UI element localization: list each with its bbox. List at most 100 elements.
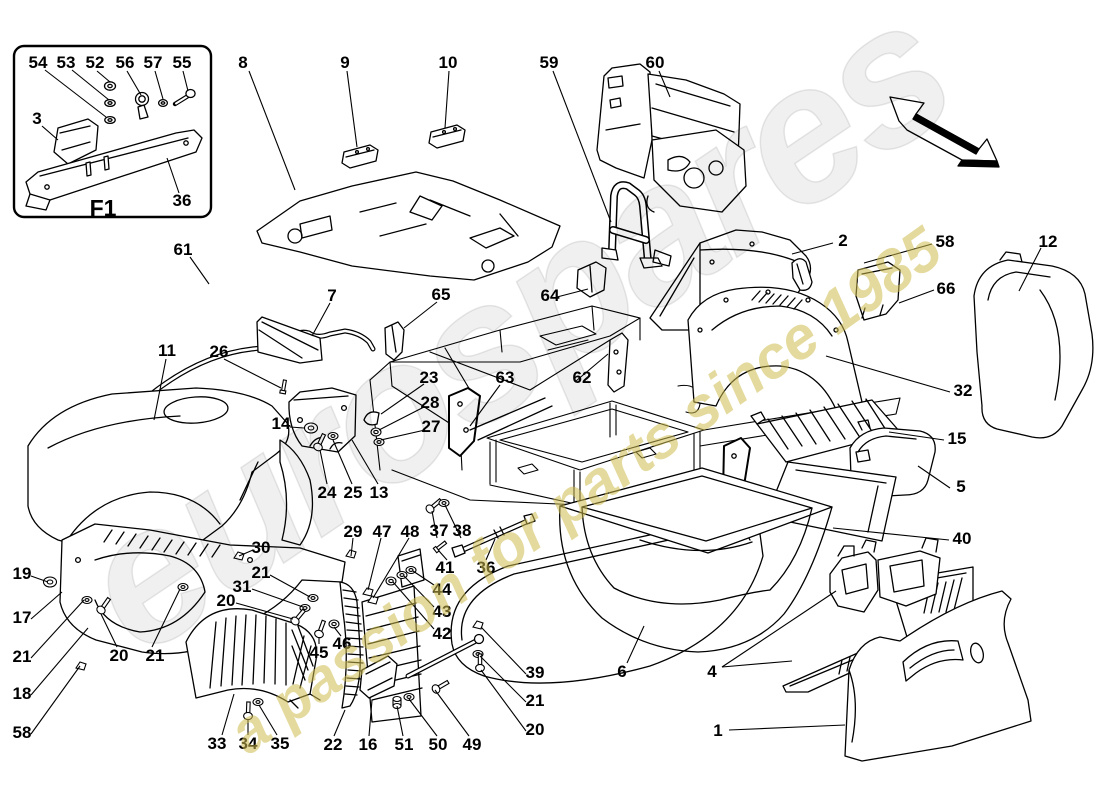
leader-line [238, 549, 254, 557]
leader-line [431, 510, 438, 539]
part-label-58: 58 [936, 232, 955, 251]
part-label-66: 66 [937, 279, 956, 298]
leader-line [863, 243, 933, 264]
part-label-9: 9 [340, 53, 349, 72]
fastener-bolt [290, 608, 307, 626]
part-62-shape [607, 332, 629, 393]
fastener-washer [252, 697, 264, 707]
part-label-16: 16 [359, 735, 378, 754]
leader-line [223, 358, 282, 389]
part-label-20: 20 [110, 646, 129, 665]
part-36-strut [451, 513, 536, 558]
fastener-clip [362, 587, 374, 597]
part-label-41: 41 [436, 558, 455, 577]
leader-line [372, 537, 410, 599]
part-label-27: 27 [422, 417, 441, 436]
leader-line [378, 406, 425, 431]
fastener-washer [177, 582, 189, 592]
part-label-58: 58 [13, 723, 32, 742]
leader-line [30, 665, 81, 735]
part-label-31: 31 [233, 577, 252, 596]
leader-line [30, 627, 89, 696]
leader-line [289, 426, 305, 429]
leader-line [368, 699, 373, 737]
leader-line [333, 709, 346, 737]
leader-line [434, 689, 470, 737]
part-label-34: 34 [239, 734, 258, 753]
leader-line [898, 289, 935, 304]
part-label-18: 18 [13, 684, 32, 703]
fastener-bolt [475, 653, 485, 673]
leader-line [480, 669, 527, 732]
tie-rod [405, 633, 485, 679]
fastener-57-washer [157, 98, 169, 108]
part-label-42: 42 [433, 624, 452, 643]
leader-line [556, 288, 589, 298]
fastener-washer [438, 498, 450, 508]
leader-line [396, 705, 404, 737]
fastener-grommet [303, 422, 319, 434]
part-11-lower-lobe [279, 439, 314, 546]
part-label-21: 21 [146, 646, 165, 665]
part-36-inset-shape [25, 129, 203, 201]
part-66-shape [855, 261, 901, 321]
part-7-detail [258, 321, 319, 359]
leader-line [153, 358, 167, 421]
part-6-shape [450, 467, 833, 684]
leader-line [367, 537, 382, 591]
fastener-nut [370, 427, 382, 437]
part-label-36: 36 [477, 558, 496, 577]
part-label-6: 6 [617, 662, 626, 681]
part-33-shape [185, 608, 321, 709]
part-64-detail [589, 265, 593, 293]
part-label-57: 57 [144, 53, 163, 72]
parts-layer [12, 44, 1094, 762]
leader-line [221, 693, 235, 736]
fastener-clip [367, 595, 379, 605]
leader-line [350, 537, 354, 557]
part-label-55: 55 [173, 53, 192, 72]
part-label-50: 50 [429, 735, 448, 754]
leader-line [166, 157, 180, 194]
part-label-53: 53 [57, 53, 76, 72]
part-label-2: 2 [838, 231, 847, 250]
part-8-shape [256, 171, 561, 281]
part-label-17: 17 [13, 608, 32, 627]
part-label-14: 14 [272, 414, 291, 433]
part-12-shape [973, 251, 1094, 439]
studs [85, 155, 110, 177]
part-label-40: 40 [953, 529, 972, 548]
part-63-cross-braces [469, 397, 553, 441]
part-label-8: 8 [238, 53, 247, 72]
leader-line [791, 242, 834, 255]
leader-line [151, 588, 181, 648]
fastener-washer [373, 437, 385, 447]
leader-line [41, 125, 59, 141]
part-label-12: 12 [1039, 232, 1058, 251]
part-63-hole [731, 453, 737, 459]
leader-line [888, 431, 945, 441]
part-label-26: 26 [210, 342, 229, 361]
leader-line [444, 504, 462, 539]
fastener-washer [327, 431, 339, 441]
part-label-23: 23 [420, 368, 439, 387]
leader-line [658, 70, 671, 98]
leader-line [575, 353, 609, 382]
leader-line [403, 301, 438, 329]
leader-line [917, 465, 951, 489]
fastener-56-clamp [134, 91, 150, 120]
part-15-shape [750, 398, 901, 463]
leader-line [154, 70, 164, 100]
part-label-64: 64 [541, 286, 560, 305]
inset-border [12, 44, 213, 219]
part-label-5: 5 [956, 477, 965, 496]
inset-figure-label: F1 [90, 195, 117, 221]
part-62-hole [613, 349, 619, 355]
part-label-19: 19 [13, 564, 32, 583]
leader-line [392, 581, 435, 630]
fastener-bolt [243, 701, 253, 721]
leader-line [71, 69, 110, 101]
leader-line [251, 588, 304, 608]
